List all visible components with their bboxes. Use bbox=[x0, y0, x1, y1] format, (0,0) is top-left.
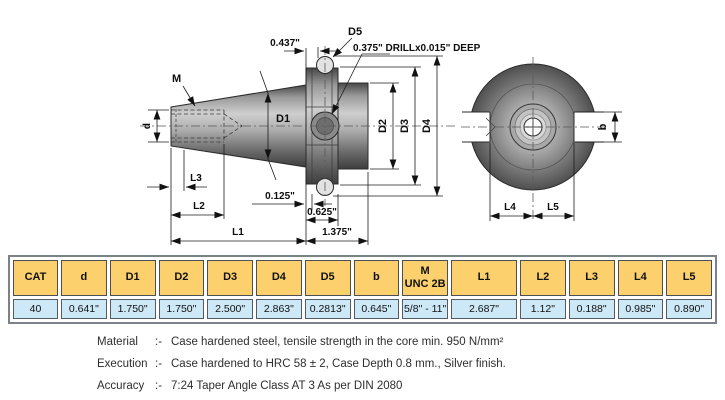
spec-table: CAT d D1 D2 D3 D4 D5 b M UNC 2B L1 L2 L3… bbox=[10, 257, 715, 322]
note-accuracy-label: Accuracy bbox=[97, 380, 145, 392]
header-d: d bbox=[61, 260, 107, 296]
cell-d5: 0.2813" bbox=[304, 299, 351, 319]
dim-m: M bbox=[172, 73, 196, 107]
label-l5: L5 bbox=[547, 202, 559, 213]
notes-block: Material :- Case hardened steel, tensile… bbox=[97, 331, 506, 397]
dim-d2: D2 bbox=[370, 82, 399, 170]
header-d2: D2 bbox=[158, 260, 205, 296]
label-l4: L4 bbox=[504, 202, 516, 213]
dim-d5: D5 bbox=[332, 26, 362, 58]
header-m-line1: M bbox=[420, 264, 430, 277]
end-view: b L4 L5 bbox=[461, 57, 622, 221]
label-d3: D3 bbox=[399, 119, 411, 133]
label-d2: D2 bbox=[377, 119, 389, 133]
note-execution-text: Case hardened to HRC 58 ± 2, Case Depth … bbox=[171, 358, 506, 370]
technical-drawing: d M D1 0.437" bbox=[140, 26, 622, 245]
cell-l4: 0.985" bbox=[617, 299, 664, 319]
label-m: M bbox=[172, 73, 181, 85]
header-l5: L5 bbox=[666, 260, 712, 296]
label-l3: L3 bbox=[190, 173, 202, 184]
shank-bore-hidden-lines bbox=[171, 109, 243, 143]
label-d4: D4 bbox=[421, 118, 433, 133]
dim-b: b bbox=[576, 111, 622, 143]
label-d1: D1 bbox=[276, 113, 290, 125]
header-l3: L3 bbox=[568, 260, 615, 296]
header-m-line2: UNC 2B bbox=[404, 278, 446, 290]
cell-l1: 2.687" bbox=[451, 299, 517, 319]
note-execution-sep: :- bbox=[155, 358, 163, 370]
drill-note: 0.375" DRILLx0.015" DEEP bbox=[331, 43, 481, 115]
header-l2: L2 bbox=[520, 260, 566, 296]
cell-l5: 0.890" bbox=[666, 299, 712, 319]
label-d5: D5 bbox=[348, 26, 362, 38]
note-material: Material :- Case hardened steel, tensile… bbox=[97, 331, 506, 353]
value-row: 40 0.641" 1.750" 1.750" 2.500" 2.863" 0.… bbox=[13, 299, 712, 319]
cell-l2: 1.12" bbox=[520, 299, 566, 319]
header-l1: L1 bbox=[451, 260, 517, 296]
cell-l3: 0.188" bbox=[568, 299, 615, 319]
header-d3: D3 bbox=[207, 260, 253, 296]
dim-l2: L2 bbox=[171, 144, 225, 219]
label-l2: L2 bbox=[193, 201, 205, 212]
label-d: d bbox=[142, 123, 153, 129]
spec-table-frame: CAT d D1 D2 D3 D4 D5 b M UNC 2B L1 L2 L3… bbox=[8, 255, 717, 324]
dim-text-0625: 0.625" bbox=[307, 207, 337, 218]
cell-d: 0.641" bbox=[61, 299, 107, 319]
header-l4: L4 bbox=[617, 260, 664, 296]
header-m-unc2b: M UNC 2B bbox=[402, 260, 448, 296]
header-d1: D1 bbox=[109, 260, 156, 296]
header-row: CAT d D1 D2 D3 D4 D5 b M UNC 2B L1 L2 L3… bbox=[13, 260, 712, 296]
side-view: d M D1 0.437" bbox=[140, 26, 481, 245]
note-material-label: Material bbox=[97, 336, 138, 348]
dim-l4-l5: L4 L5 bbox=[489, 143, 575, 221]
dim-d1: D1 bbox=[259, 70, 290, 181]
cell-b: 0.645" bbox=[353, 299, 400, 319]
header-d4: D4 bbox=[256, 260, 302, 296]
cell-d3: 2.500" bbox=[207, 299, 253, 319]
cell-d2: 1.750" bbox=[158, 299, 205, 319]
dim-text-1375: 1.375" bbox=[322, 227, 352, 238]
dim-1375: 1.375" bbox=[306, 172, 369, 245]
note-execution-label: Execution bbox=[97, 358, 148, 370]
dim-l3: L3 bbox=[147, 150, 207, 191]
label-b: b bbox=[597, 123, 609, 130]
note-accuracy-sep: :- bbox=[155, 380, 163, 392]
cell-d4: 2.863" bbox=[256, 299, 302, 319]
drill-note-text: 0.375" DRILLx0.015" DEEP bbox=[353, 43, 481, 54]
dim-d3: D3 bbox=[340, 66, 421, 186]
cell-d1: 1.750" bbox=[109, 299, 156, 319]
dim-text-0437: 0.437" bbox=[270, 38, 300, 49]
note-material-sep: :- bbox=[155, 336, 163, 348]
dim-d4: D4 bbox=[333, 55, 443, 197]
dim-0125: 0.125" bbox=[252, 191, 332, 210]
dim-d: d bbox=[142, 109, 169, 143]
note-material-text: Case hardened steel, tensile strength in… bbox=[171, 336, 504, 348]
label-l1: L1 bbox=[232, 227, 244, 238]
note-accuracy: Accuracy :- 7:24 Taper Angle Class AT 3 … bbox=[97, 375, 506, 397]
note-execution: Execution :- Case hardened to HRC 58 ± 2… bbox=[97, 353, 506, 375]
note-accuracy-text: 7:24 Taper Angle Class AT 3 As per DIN 2… bbox=[171, 380, 403, 392]
dim-0625: 0.625" bbox=[305, 170, 339, 245]
header-d5: D5 bbox=[304, 260, 351, 296]
header-cat: CAT bbox=[13, 260, 58, 296]
cell-cat: 40 bbox=[13, 299, 58, 319]
dim-l1: L1 bbox=[170, 148, 306, 245]
dim-text-0125: 0.125" bbox=[265, 191, 295, 202]
header-b: b bbox=[353, 260, 400, 296]
cell-m: 5/8" - 11" bbox=[402, 299, 448, 319]
